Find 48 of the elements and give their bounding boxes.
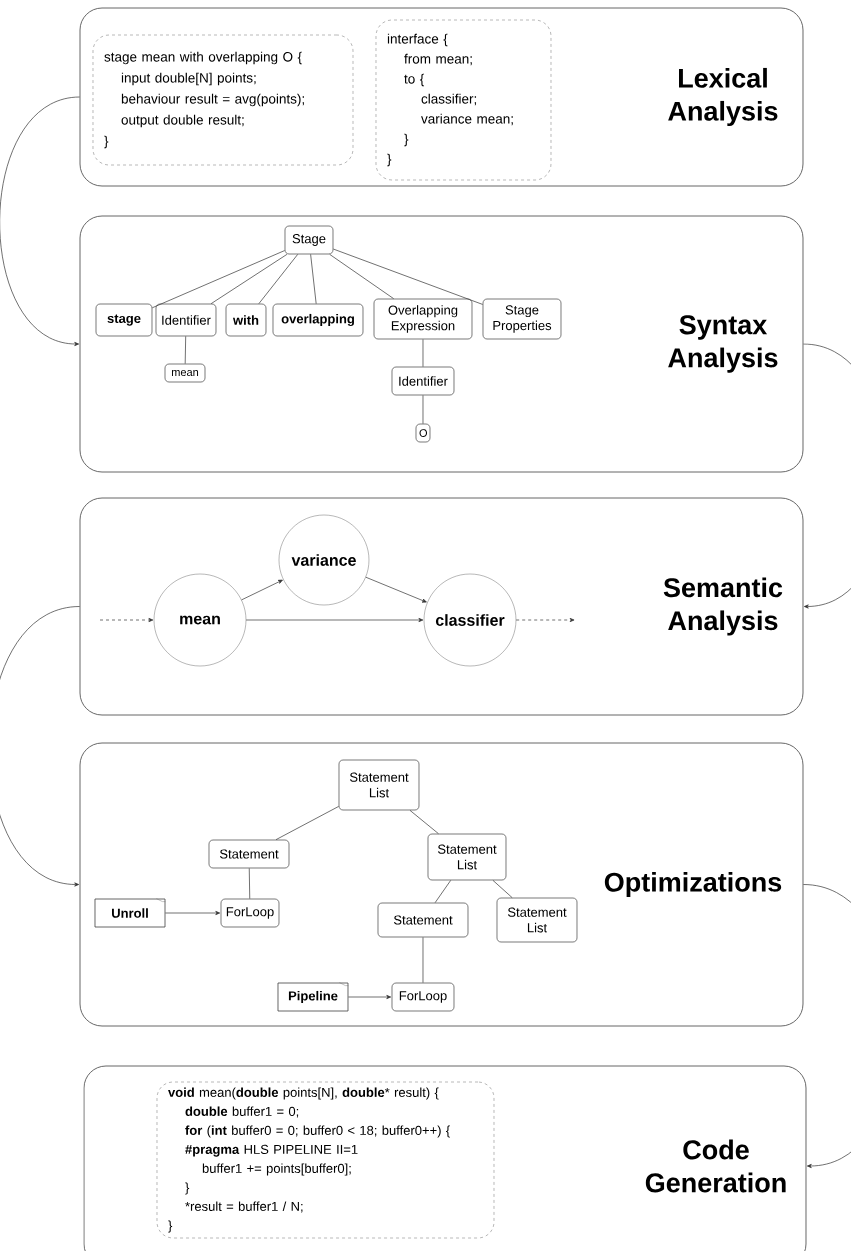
tree-line: [248, 868, 251, 899]
tree-node: Statement List: [338, 759, 420, 811]
tree-node: Statement: [208, 839, 290, 869]
code-box: void mean(double points[N], double* result) { double buffer1 = 0; for (int buffer0 = 0; buffer0 < 18; buffer0++) { #pragma HLS PIPELINE II=1 buffer1 += points[buffer0]; } *result = buffer1 / N; }: [156, 1081, 495, 1239]
tree-node: stage: [95, 303, 153, 337]
tree-node: Statement List: [496, 897, 578, 943]
tree-node: Stage Properties: [482, 298, 562, 340]
arrow: [245, 617, 424, 623]
tree-line: [258, 254, 299, 304]
tree-node: mean: [164, 363, 206, 383]
curved-arrow: [0, 96, 80, 347]
tree-line: [210, 254, 288, 304]
arrow: [365, 576, 427, 603]
tree-line: [152, 250, 285, 309]
code-box: stage mean with overlapping O { input double[N] points; behaviour result = avg(points); output double result; }: [92, 34, 354, 166]
tree-line: [492, 880, 513, 898]
tree-node: ForLoop: [391, 982, 455, 1012]
code-box: interface { from mean; to { classifier; variance mean; } }: [375, 19, 552, 181]
note-box: Pipeline: [277, 982, 349, 1012]
tree-line: [275, 806, 339, 840]
curved-arrow: [0, 606, 80, 887]
tree-node: O: [415, 423, 431, 443]
tree-line: [422, 395, 424, 424]
tree-line: [422, 937, 424, 983]
tree-node: Statement: [377, 902, 469, 938]
tree-line: [434, 880, 452, 903]
tree-node: Statement List: [427, 833, 507, 881]
note-box: Unroll: [94, 898, 166, 928]
arrow: [99, 617, 154, 623]
arrow: [241, 579, 283, 601]
tree-node: with: [225, 303, 267, 337]
tree-node: Identifier: [391, 366, 455, 396]
curved-arrow: [803, 343, 851, 609]
tree-node: overlapping: [272, 303, 364, 337]
curved-arrow: [803, 884, 851, 1169]
tree-node: Stage: [284, 225, 334, 255]
arrow: [165, 910, 221, 916]
arrow: [515, 617, 575, 623]
tree-line: [310, 254, 317, 304]
tree-node: Overlapping Expression: [373, 298, 473, 340]
tree-node: Identifier: [155, 303, 217, 337]
arrow: [348, 994, 392, 1000]
tree-node: ForLoop: [220, 898, 280, 928]
tree-line: [329, 254, 394, 299]
tree-line: [422, 339, 424, 367]
tree-line: [333, 248, 483, 305]
tree-line: [409, 810, 439, 834]
tree-line: [184, 336, 187, 364]
